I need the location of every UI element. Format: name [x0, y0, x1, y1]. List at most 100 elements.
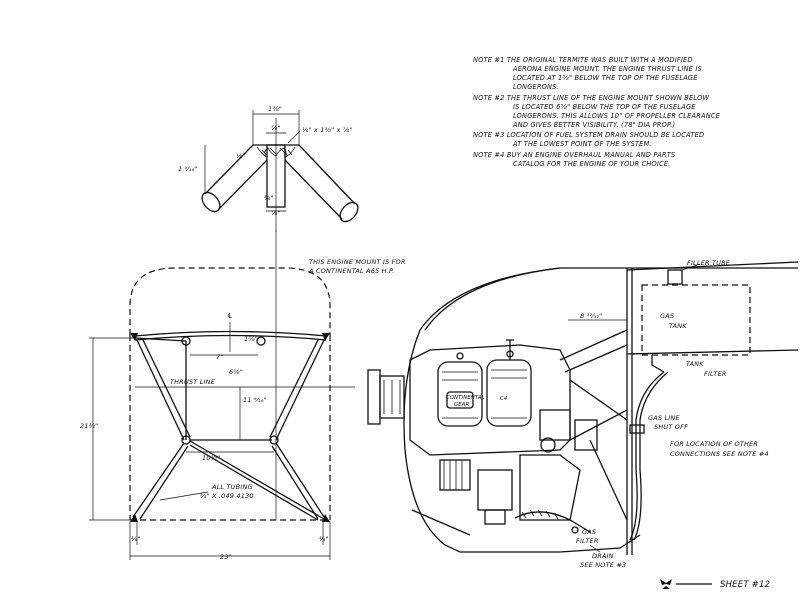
engine-name-1: CONTINENTAL [446, 395, 485, 401]
tubing-note-line-2: ¾" X .049 4130 [200, 492, 254, 500]
gas-tank-label-2: TANK [669, 322, 687, 330]
accessory-magneto [540, 437, 556, 453]
detail-weld-bead [256, 146, 296, 158]
fitting-bottom-right [322, 514, 330, 522]
detail-left-tube-bottom [217, 159, 268, 211]
insect-logo-icon [660, 579, 672, 589]
dim-23-label: 23" [220, 553, 232, 561]
firewall-top-line [626, 349, 799, 355]
drain-leader [589, 544, 601, 553]
carburetor-fins [443, 460, 463, 490]
drain-label: DRAIN [592, 552, 614, 560]
mount-bolt-top-right [256, 336, 266, 346]
air-box [477, 469, 513, 511]
detail-right-tube-end [339, 201, 359, 223]
tube-left-lower [132, 442, 185, 518]
drain-line-hatch [521, 509, 559, 520]
detail-left-tube-top [204, 144, 254, 195]
fuselage-top-line [626, 261, 799, 271]
note-2-line-4: AND GIVES BETTER VISIBILITY. (78" DIA PR… [512, 121, 675, 129]
tube-right-lower-2 [271, 445, 319, 520]
centerline-symbol: ℄ [227, 312, 233, 320]
oil-sump [519, 454, 581, 521]
dim-10-half-label: 10½" [202, 454, 220, 462]
cowl-outline-dashed [129, 267, 331, 335]
detail-gusset-leader [287, 130, 301, 144]
tank-outlet [651, 355, 665, 373]
note-3-line-1: NOTE #3 LOCATION OF FUEL SYSTEM DRAIN SH… [473, 131, 704, 139]
notes-block: NOTE #1 THE ORIGINAL TERMITE WAS BUILT W… [473, 56, 721, 168]
dim-7-label: 7" [216, 353, 224, 361]
connections-note-2: CONNECTIONS SEE NOTE #4 [670, 450, 769, 458]
sheet-label: SHEET #12 [720, 580, 770, 590]
mount-caption-line-2: A CONTINENTAL A65 H.P. [308, 267, 395, 275]
side-mount-tube-lower [569, 409, 628, 441]
filler-tube-leader [681, 263, 701, 271]
drain-line [514, 511, 591, 533]
engine-accessory-case [539, 409, 571, 441]
gas-filter-fitting [571, 526, 579, 534]
dim-6-5-8-label: 6⅝" [229, 368, 243, 376]
detail-dim-eighth-label: ⅛" [236, 152, 246, 160]
ignition-lead [506, 339, 514, 360]
dim-21-half-label: 21½" [80, 422, 98, 430]
engine-nameplate-left [446, 391, 474, 409]
tube-left-upper [136, 339, 185, 441]
note-1-line-4: LONGERONS. [513, 83, 559, 91]
tube-left-lower-2 [139, 445, 189, 520]
gas-line-label-2: SHUT OFF [654, 423, 688, 431]
detail-right-tube-top [298, 144, 356, 205]
fitting-bottom-left [130, 514, 138, 522]
side-mount-tube-mid [569, 379, 628, 421]
note-2-line-2: IS LOCATED 6⅝" BELOW THE TOP OF THE FUSE… [513, 103, 696, 111]
cylinder-fins [442, 369, 527, 419]
note-1-line-2: AERONA ENGINE MOUNT. THE ENGINE THRUST L… [512, 65, 702, 73]
tank-filter-label-1: TANK [686, 360, 704, 368]
cowling-outline [403, 267, 798, 553]
detail-right-tube-bottom [284, 159, 343, 220]
engine-mount-front-view: ℄ 1⅝" 7" 6⅝" THRUST LINE 11 ⁹⁄₁₆" 21½" 1… [80, 230, 355, 561]
dim-right-small-label: ⅜" [319, 535, 329, 543]
engine-cylinder-left [437, 361, 483, 427]
fuel-line [629, 371, 665, 541]
filler-tube-label: FILLER TUBE [687, 259, 731, 267]
tube-left-upper-2 [142, 339, 191, 438]
detail-dim-bottom-label: ⅞" [271, 209, 281, 217]
detail-left-tube-end [201, 191, 221, 213]
note-4-line-2: CATALOG FOR THE ENGINE OF YOUR CHOICE. [513, 160, 671, 168]
note-3-line-2: AT THE LOWEST POINT OF THE SYSTEM. [512, 140, 652, 148]
gas-tank-label-1: GAS [660, 312, 674, 320]
note-2-line-3: LONGERONS. THIS ALLOWS 10" OF PROPELLER … [513, 112, 721, 120]
gas-line-label-1: GAS LINE [648, 414, 680, 422]
engine-name-2: GEAR [454, 402, 469, 408]
engine-cylinder-right [486, 359, 532, 427]
detail-dim-lower-label: ⅜" [264, 194, 274, 202]
tubing-note-leader [159, 491, 209, 501]
accessory-unit [574, 419, 598, 451]
detail-gusset-label: ⅛" x 1⅜" x ⅞" [302, 126, 353, 134]
detail-dim-side-label: 1 ⁵⁄₁₆" [178, 165, 198, 173]
connections-note-1: FOR LOCATION OF OTHER [670, 440, 758, 448]
engine-plug-1 [456, 352, 464, 360]
cowl-lower-line [411, 509, 471, 536]
see-note-label: SEE NOTE #3 [580, 561, 626, 569]
side-mount-tube-bottom [589, 439, 628, 521]
engine-name-3: C4 [500, 396, 507, 402]
note-4-line-1: NOTE #4 BUY AN ENGINE OVERHAUL MANUAL AN… [473, 151, 675, 159]
note-1-line-1: NOTE #1 THE ORIGINAL TERMITE WAS BUILT W… [473, 56, 693, 64]
gas-shutoff-valve [629, 424, 645, 434]
sheet-footer: SHEET #12 [660, 579, 770, 590]
dim-8-label: 8 ³²⁄₃₂" [580, 312, 602, 320]
tube-right-lower [275, 442, 325, 518]
tube-right-upper [275, 339, 325, 441]
tube-cross-brace-1 [189, 440, 325, 520]
note-1-line-3: LOCATED AT 1⅝" BELOW THE TOP OF THE FUSE… [513, 74, 698, 82]
dim-11-9-16-label: 11 ⁹⁄₁₆" [243, 396, 267, 404]
air-intake [484, 509, 506, 525]
cowling-inner-line [424, 267, 561, 331]
tank-filter-label-2: FILTER [704, 370, 727, 378]
side-mount-tube-upper-2 [564, 344, 628, 373]
mount-caption-line-1: THIS ENGINE MOUNT IS FOR [309, 258, 406, 266]
fuel-line-2 [633, 371, 669, 541]
